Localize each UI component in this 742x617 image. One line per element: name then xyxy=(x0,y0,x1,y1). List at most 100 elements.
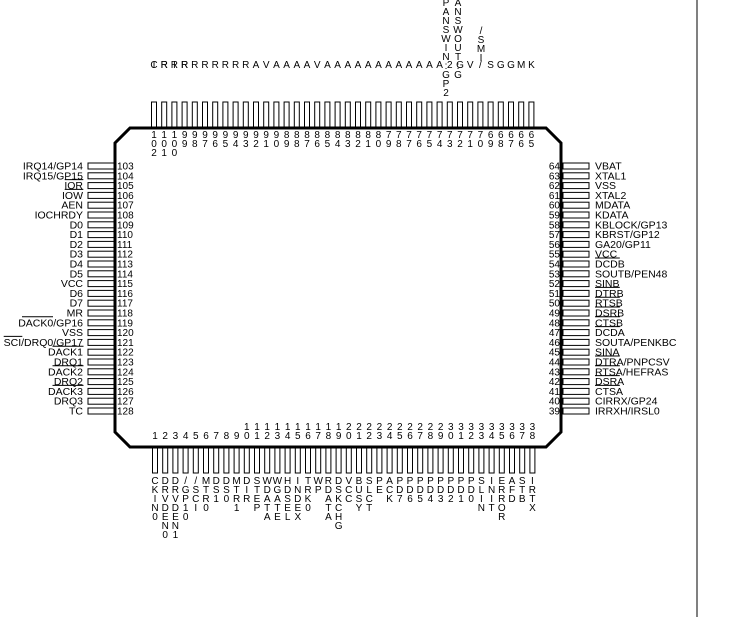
left-pin-label-116: D6 xyxy=(70,288,84,300)
left-pin-number-120: 120 xyxy=(117,328,134,339)
top-pin-number-digit: 2 xyxy=(253,139,259,150)
bottom-pin-number-digit: 7 xyxy=(417,431,423,442)
top-pin-number-digit: 9 xyxy=(182,139,188,150)
top-vertical-label-char: N xyxy=(454,7,461,18)
bottom-pin-label-char: 1 xyxy=(234,503,240,514)
right-pin-number-55: 55 xyxy=(549,250,561,261)
bottom-pin-number-digit: 3 xyxy=(173,431,179,442)
right-pin-50 xyxy=(562,299,590,307)
bottom-pin-label-char: S xyxy=(335,485,342,496)
top-pin-84 xyxy=(334,101,341,128)
top-pin-label-char: R xyxy=(201,60,208,71)
bottom-pin-36 xyxy=(509,447,515,474)
left-pin-119 xyxy=(87,319,115,327)
top-pin-85 xyxy=(324,101,331,128)
bottom-pin-3 xyxy=(172,447,179,474)
top-vertical-label-char: S xyxy=(443,25,450,36)
bottom-pin-label-char: P xyxy=(376,476,383,487)
bottom-pin-number-digit: 1 xyxy=(244,422,250,433)
left-pin-128 xyxy=(87,407,115,415)
top-vertical-label-char: S xyxy=(478,35,485,46)
top-pin-number-digit: 8 xyxy=(376,130,382,141)
top-pin-number-digit: 6 xyxy=(498,130,504,141)
top-pin-number-digit: 3 xyxy=(345,139,351,150)
bottom-pin-29 xyxy=(437,447,444,474)
bottom-pin-label-char: D xyxy=(162,476,169,487)
top-pin-number-digit: 7 xyxy=(202,139,208,150)
bottom-pin-number-digit: 1 xyxy=(295,422,301,433)
left-pin-107 xyxy=(87,201,115,209)
top-pin-number-digit: 6 xyxy=(518,139,524,150)
top-pin-label-char: G xyxy=(497,60,505,71)
bottom-pin-label-char: R xyxy=(304,485,311,496)
left-pin-110 xyxy=(87,231,115,239)
bottom-pin-label-char: D xyxy=(243,476,250,487)
left-pin-120 xyxy=(87,329,115,337)
bottom-pin-10 xyxy=(243,447,250,474)
left-pin-118 xyxy=(87,309,115,317)
left-pin-number-121: 121 xyxy=(117,338,134,349)
bottom-pin-number-digit: 1 xyxy=(458,431,464,442)
bottom-pin-label-char: D xyxy=(427,485,434,496)
top-pin-number-digit: 7 xyxy=(447,130,453,141)
bottom-pin-label-char: / xyxy=(194,476,197,487)
bottom-pin-11 xyxy=(254,447,260,474)
top-pin-number-digit: 8 xyxy=(314,130,320,141)
bottom-pin-label-char: K xyxy=(305,494,312,505)
right-pin-number-46: 46 xyxy=(549,338,561,349)
bottom-pin-label-char: C xyxy=(345,485,352,496)
bottom-pin-label-char: 6 xyxy=(407,494,413,505)
top-pin-number-digit: 8 xyxy=(396,139,402,150)
bottom-pin-label-char: 0 xyxy=(152,512,158,523)
bottom-pin-number-digit: 4 xyxy=(285,431,291,442)
top-pin-number-digit: 1 xyxy=(365,139,371,150)
left-pin-number-110: 110 xyxy=(117,230,133,241)
left-pin-label-119: DACK0/GP16 xyxy=(18,317,83,329)
bottom-pin-label-char: 7 xyxy=(397,494,403,505)
top-pin-label-char: A xyxy=(253,60,260,71)
top-pin-69 xyxy=(487,101,494,128)
bottom-pin-number-digit: 2 xyxy=(407,422,413,433)
top-pin-label-char: A xyxy=(355,60,362,71)
bottom-pin-label-char: I xyxy=(194,503,197,514)
bottom-pin-label-char: P xyxy=(182,494,189,505)
right-pin-number-51: 51 xyxy=(549,289,561,300)
right-pin-56 xyxy=(562,240,590,248)
top-pin-number-digit: 7 xyxy=(437,130,443,141)
bottom-pin-label-char: G xyxy=(274,485,282,496)
bottom-pin-6 xyxy=(203,447,209,474)
top-vertical-label-char: M xyxy=(477,44,485,55)
right-pin-number-52: 52 xyxy=(549,279,561,290)
top-vertical-label-char: A xyxy=(455,0,462,9)
top-pin-number-digit: 8 xyxy=(355,130,361,141)
left-pin-number-125: 125 xyxy=(117,377,134,388)
bottom-pin-17 xyxy=(315,447,322,474)
bottom-pin-label-char: P xyxy=(437,476,444,487)
bottom-pin-number-digit: 6 xyxy=(305,431,311,442)
top-vertical-label-char: : xyxy=(445,61,448,72)
bottom-pin-12 xyxy=(264,447,271,474)
bottom-pin-label-char: I xyxy=(296,476,299,487)
bottom-pin-label-char: D xyxy=(468,485,475,496)
bottom-pin-label-char: E xyxy=(172,512,179,523)
top-vertical-label-char: W xyxy=(453,25,463,36)
left-pin-104 xyxy=(87,172,115,180)
left-pin-number-119: 119 xyxy=(117,318,133,329)
top-pin-73 xyxy=(446,101,453,128)
top-pin-label-char: I xyxy=(153,60,156,71)
bottom-pin-label-char: D xyxy=(264,485,271,496)
bottom-pin-label-char: S xyxy=(213,485,220,496)
right-pin-number-42: 42 xyxy=(549,377,561,388)
top-pin-label-char: A xyxy=(324,60,331,71)
left-pin-label-113: D4 xyxy=(70,259,84,271)
bottom-pin-18 xyxy=(325,447,332,474)
bottom-pin-label-char: D xyxy=(508,494,515,505)
bottom-pin-label-char: E xyxy=(294,503,301,514)
right-pin-label-47: DCDA xyxy=(595,327,625,339)
bottom-pin-number-digit: 1 xyxy=(315,422,321,433)
bottom-pin-2 xyxy=(162,447,169,474)
top-pin-label-char: G xyxy=(507,60,515,71)
bottom-pin-label-char: C xyxy=(192,494,199,505)
bottom-pin-number-digit: 7 xyxy=(519,431,525,442)
top-pin-label-char: R xyxy=(161,60,168,71)
